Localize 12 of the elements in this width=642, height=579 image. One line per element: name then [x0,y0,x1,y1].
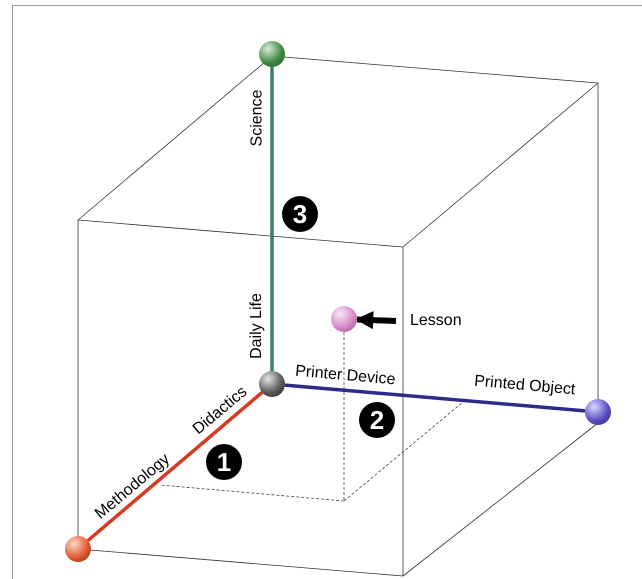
callout-number: 3 [282,196,318,232]
axis-label: Science [248,90,266,146]
arrow [355,311,396,330]
callout-number: 1 [206,444,242,480]
axis-line [86,391,264,542]
point-label: Lesson [410,311,462,331]
axis-label: Printer Device [294,362,396,390]
axis-line [270,67,274,371]
axis-label: Printed Object [474,372,576,400]
axis-line [284,383,586,413]
callout-number: 2 [359,402,395,438]
axis-label: Daily Life [248,293,266,359]
